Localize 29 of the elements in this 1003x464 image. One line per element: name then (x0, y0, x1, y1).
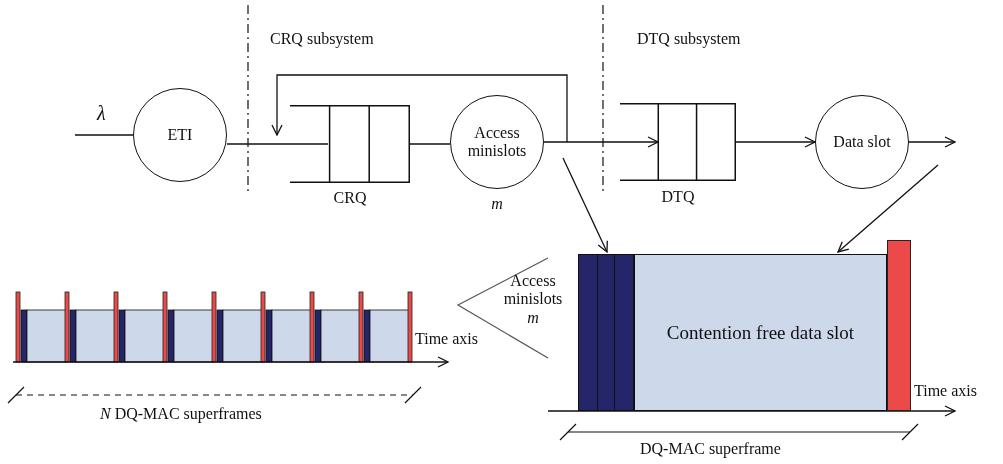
axis-label: Time axis (415, 330, 478, 348)
minislot-bar (578, 254, 634, 411)
queue-symbol (620, 103, 736, 181)
node-label: Contention free data slot (666, 321, 855, 344)
axis-label: Time axis (914, 382, 977, 400)
connector-line (226, 143, 329, 145)
connector-line (409, 143, 451, 145)
arrow (562, 157, 608, 253)
queue-symbol (290, 105, 410, 183)
arrow (543, 136, 659, 148)
queue-label: CRQ (332, 189, 368, 207)
node-label: Access minislots (466, 123, 528, 161)
variable-label: m (490, 195, 504, 213)
node-label: Data slot (833, 132, 891, 152)
node-label: ETI (167, 125, 193, 145)
subsystem-title: DTQ subsystem (637, 30, 741, 48)
data-slot-box (634, 254, 887, 411)
arrow (271, 74, 568, 143)
feedback-bar (887, 240, 911, 411)
dimension-label: N DQ-MAC superframes (100, 405, 262, 423)
connector-line (74, 134, 134, 136)
arrow (837, 164, 939, 253)
arrow (908, 136, 956, 148)
arrow (735, 136, 816, 148)
callout-label: Access minislots m (502, 272, 564, 328)
dimension-label: DQ-MAC superframe (640, 440, 781, 458)
queue-label: DTQ (660, 188, 696, 206)
subsystem-title: CRQ subsystem (270, 30, 374, 48)
edge-label: λ (97, 102, 106, 124)
